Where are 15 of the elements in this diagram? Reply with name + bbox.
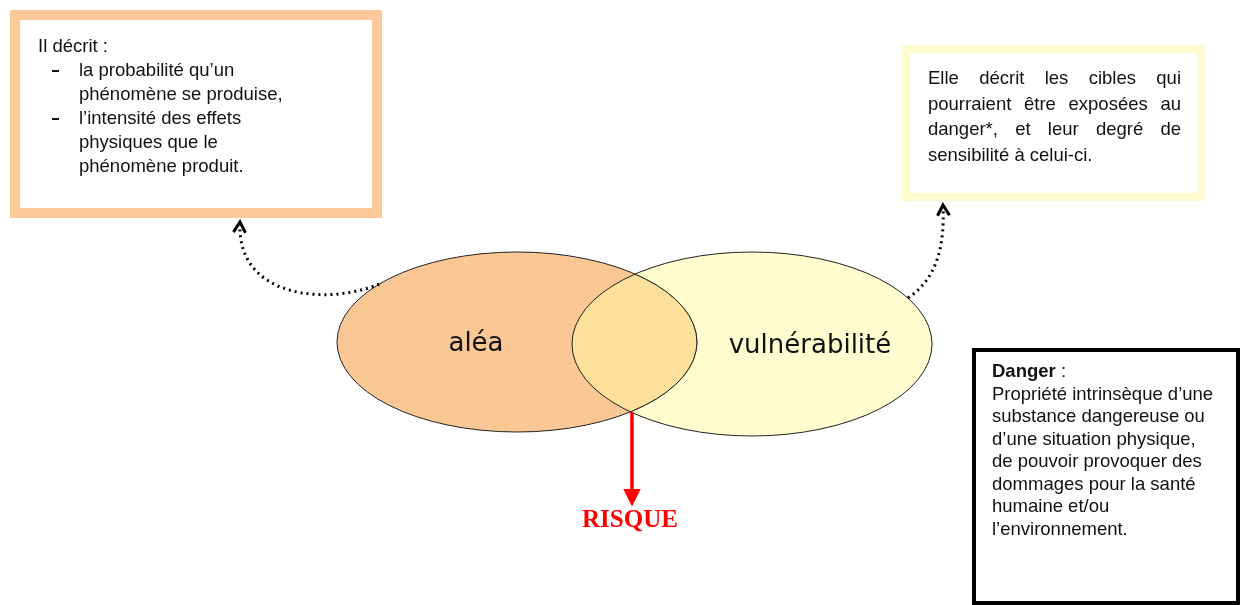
box-heading: Il décrit : [38, 34, 109, 58]
venn-ellipse [336, 251, 698, 433]
list-item: l’intensité des effets physiques que le phénomène produit. [79, 106, 245, 178]
dotted-arrow [907, 203, 951, 300]
text-box [902, 45, 1205, 201]
dotted-arrow [233, 220, 380, 297]
venn-ellipse [571, 251, 933, 437]
description-text: Propriété intrinsèque d’une substance dangereuse ou d’une situation physique, de pouvoir provoquer des dommages pour la santé humaine et/ou l’environnement. [992, 382, 1214, 540]
text-box [10, 10, 382, 218]
ellipse-label: vulnérabilité [728, 329, 892, 359]
box-heading: Danger : [992, 360, 1068, 383]
ellipse-label: aléa [448, 327, 504, 357]
description-text: Elle décrit les cibles qui pourraient être exposées au danger*, et leur degré de sensibilité à celui-ci. [928, 66, 1181, 167]
result-label: RISQUE [560, 505, 700, 533]
text-box [972, 348, 1240, 605]
